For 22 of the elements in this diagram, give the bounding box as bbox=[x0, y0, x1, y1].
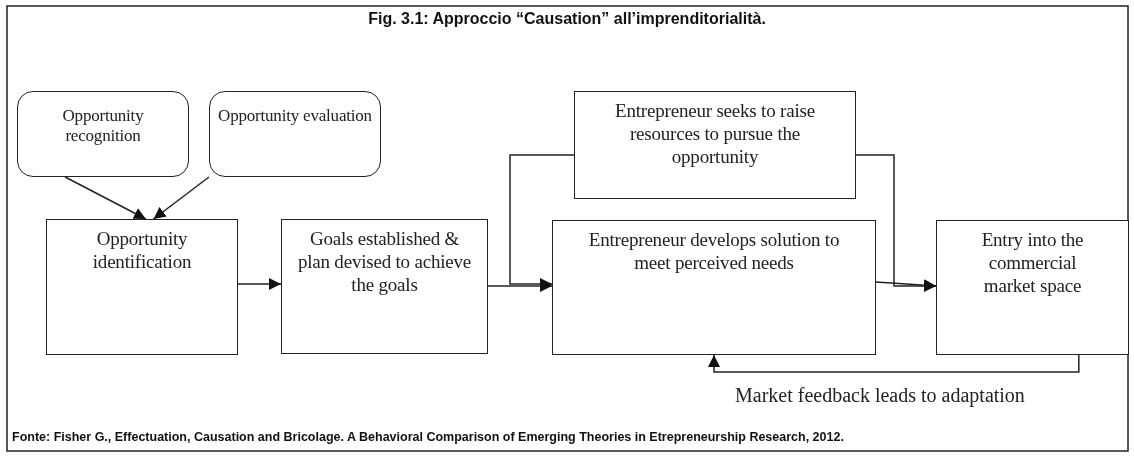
arrow bbox=[152, 176, 210, 220]
process-box bbox=[574, 91, 856, 199]
arrow bbox=[64, 176, 147, 220]
process-box bbox=[552, 220, 876, 355]
node-text: Goals established & plan devised to achieve the goals bbox=[296, 228, 473, 297]
node-text: Entrepreneur develops solution to meet perceived needs bbox=[587, 229, 841, 275]
process-box bbox=[281, 219, 488, 354]
figure-title: Fig. 3.1: Approccio “Causation” all’imprenditorialità. bbox=[367, 10, 767, 28]
source-caption: Fonte: Fisher G., Effectuation, Causation and Bricolage. A Behavioral Comparison of Emerging Theories in Etrepreneurship Research, 2012. bbox=[12, 430, 844, 444]
arrow bbox=[875, 279, 937, 292]
rounded-box bbox=[17, 91, 189, 177]
process-box bbox=[46, 219, 238, 355]
edge-label: Market feedback leads to adaptation bbox=[735, 384, 1025, 406]
process-box bbox=[936, 220, 1129, 355]
arrow bbox=[708, 354, 1080, 373]
rounded-box bbox=[209, 91, 381, 177]
node-text: Entry into the commercial market space bbox=[980, 229, 1085, 298]
arrow bbox=[237, 278, 282, 290]
node-text: Opportunity evaluation bbox=[218, 106, 372, 127]
node-text: Entrepreneur seeks to raise resources to pursue the opportunity bbox=[614, 100, 816, 169]
node-text: Opportunity recognition bbox=[61, 106, 145, 147]
node-text: Opportunity identification bbox=[91, 228, 193, 274]
